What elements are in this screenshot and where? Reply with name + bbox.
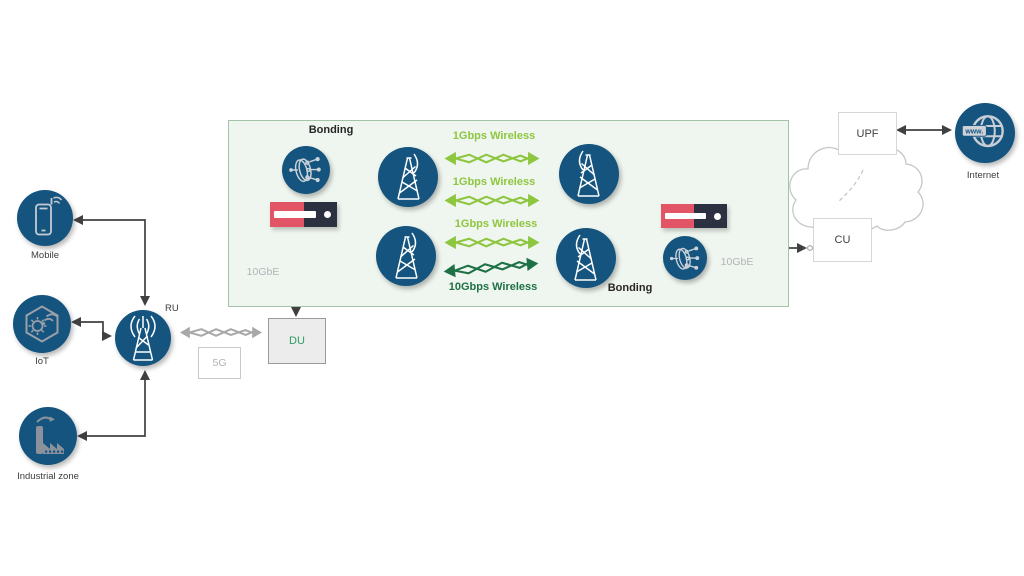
switch-slot — [664, 212, 706, 220]
tengbe-right-label: 10GbE — [720, 256, 754, 268]
5g-box: 5G — [198, 347, 241, 379]
cu-connection-dot — [807, 245, 813, 251]
bonding-device-right — [663, 236, 707, 280]
wireless-link-label-1: 1Gbps Wireless — [452, 130, 536, 142]
bonding-left-label: Bonding — [308, 124, 354, 136]
iot-icon — [25, 305, 59, 343]
switch-slot — [274, 211, 316, 218]
radio-tower-icon — [577, 150, 600, 197]
mobile-phone-icon — [35, 196, 63, 236]
tower-right-lower — [556, 228, 616, 288]
radio-tower-icon — [395, 232, 418, 279]
5g-wireless-link-icon — [180, 326, 262, 339]
iot-node — [13, 295, 71, 353]
wireless-link-arrow-3 — [444, 235, 540, 250]
mobile-node — [17, 190, 73, 246]
tower-left-upper — [378, 147, 438, 207]
bonding-aggregator-icon — [289, 157, 321, 183]
iot-label: IoT — [35, 356, 49, 367]
ru-node — [115, 310, 171, 366]
du-box: DU — [268, 318, 326, 364]
tower-right-upper — [559, 144, 619, 204]
industrial-node — [19, 407, 77, 465]
cu-box: CU — [813, 218, 872, 262]
radio-tower-icon — [574, 234, 597, 281]
switch-led — [323, 211, 331, 218]
bonding-switch-left — [270, 202, 337, 227]
www-badge: www. — [964, 129, 983, 136]
ru-tower-icon — [130, 315, 156, 361]
industrial-label: Industrial zone — [17, 471, 79, 482]
bonding-device-left — [282, 146, 330, 194]
factory-icon — [36, 416, 64, 454]
internet-globe-icon: www. — [961, 115, 1004, 148]
mobile-label: Mobile — [31, 250, 59, 261]
wireless-link-label-2: 1Gbps Wireless — [452, 176, 536, 188]
tower-left-lower — [376, 226, 436, 286]
internet-label: Internet — [966, 170, 1000, 181]
wireless-link-label-4: 10Gbps Wireless — [448, 281, 538, 293]
internet-node: www. — [955, 103, 1015, 163]
bonding-aggregator-icon — [669, 245, 699, 270]
ru-label: RU — [165, 303, 179, 314]
upf-box: UPF — [838, 112, 897, 155]
wireless-link-label-3: 1Gbps Wireless — [454, 218, 538, 230]
bonding-switch-right — [661, 204, 727, 228]
wireless-link-arrow-4 — [443, 257, 539, 278]
bonding-right-label: Bonding — [607, 282, 653, 294]
tengbe-left-label: 10GbE — [246, 266, 280, 278]
switch-led — [714, 212, 722, 220]
wireless-link-arrow-2 — [444, 193, 540, 208]
wireless-link-arrow-1 — [444, 151, 540, 166]
radio-tower-icon — [397, 153, 420, 200]
